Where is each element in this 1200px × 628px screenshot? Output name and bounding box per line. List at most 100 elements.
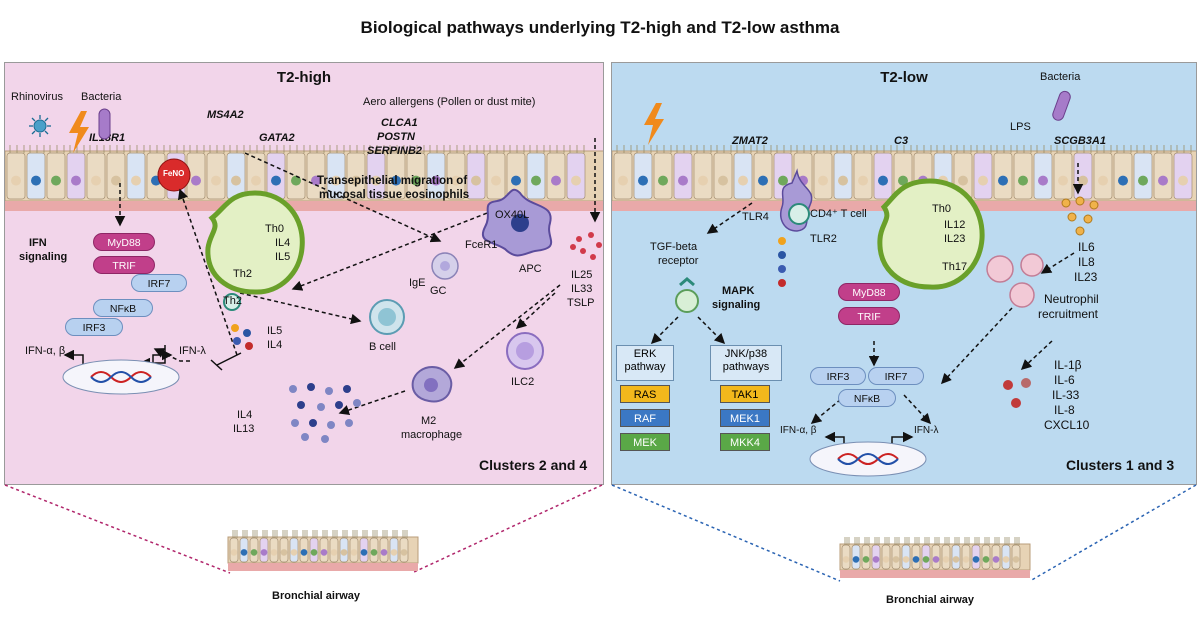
- cell-nucleus: [380, 549, 388, 556]
- cell-nucleus: [862, 556, 870, 563]
- il5-label-b: IL5: [267, 325, 283, 337]
- b-cell-icon: [369, 299, 405, 335]
- c3-gene: C3: [894, 135, 909, 147]
- mkk4-box: MKK4: [720, 433, 770, 451]
- il8b-label: IL-8: [1054, 403, 1075, 417]
- serpinb2-gene: SERPINB2: [367, 145, 423, 157]
- figure-title: Biological pathways underlying T2-high a…: [360, 18, 840, 37]
- th2-cell-icon: [223, 293, 241, 311]
- bronchial-airway-right: Bronchial airway: [886, 594, 975, 606]
- cell-nucleus: [1118, 175, 1128, 186]
- cell-nucleus: [91, 175, 101, 186]
- t-cell-icon: [877, 178, 985, 290]
- irf3-pill-right: IRF3: [810, 367, 866, 385]
- il23-label-a: IL23: [944, 233, 966, 245]
- cell-nucleus: [778, 175, 788, 186]
- cell-nucleus: [982, 556, 990, 563]
- cell-nucleus: [962, 556, 970, 563]
- cytokine-dots-icon: [570, 232, 602, 260]
- il8-label: IL8: [1078, 255, 1095, 269]
- bronchial-airway-left: Bronchial airway: [272, 590, 361, 602]
- fcer1-label: FceR1: [465, 239, 498, 251]
- tgf-beta-label-2: receptor: [658, 255, 699, 267]
- il4-label-b: IL4: [267, 339, 283, 351]
- cell-nucleus: [300, 549, 308, 556]
- il1b-label: IL-1β: [1054, 358, 1082, 372]
- cell-nucleus: [698, 175, 708, 186]
- cell-nucleus: [718, 175, 728, 186]
- erk-title-1: ERK: [633, 348, 657, 360]
- left-nucleus: [62, 359, 180, 395]
- gc-label: GC: [430, 285, 447, 297]
- irf3-pill: IRF3: [65, 318, 123, 336]
- cell-nucleus: [1098, 175, 1108, 186]
- raf-box: RAF: [620, 409, 670, 427]
- t2-low-heading: T2-low: [880, 69, 928, 86]
- cell-nucleus: [320, 549, 328, 556]
- right-airway-icon: [839, 537, 1031, 578]
- cell-nucleus: [270, 549, 278, 556]
- cell-nucleus: [852, 556, 860, 563]
- il33-label: IL33: [571, 283, 593, 295]
- ms4a2-gene: MS4A2: [207, 109, 244, 121]
- cell-nucleus: [250, 549, 258, 556]
- cell-nucleus: [942, 556, 950, 563]
- cd4-t-cell-icon: [788, 203, 810, 225]
- clusters-2-4-label: Clusters 2 and 4: [479, 457, 588, 473]
- tgf-receptor-icon: [675, 277, 699, 313]
- cell-nucleus: [71, 175, 81, 186]
- cell-nucleus: [360, 549, 368, 556]
- il25-label: IL25: [571, 269, 593, 281]
- bacteria-label: Bacteria: [81, 91, 122, 103]
- th0-label: Th0: [265, 223, 284, 235]
- cell-nucleus: [330, 549, 338, 556]
- cell-nucleus: [952, 556, 960, 563]
- cell-nucleus: [451, 175, 461, 186]
- th-cell-icon: [205, 190, 305, 295]
- cell-nucleus: [311, 175, 321, 186]
- rhinovirus-label: Rhinovirus: [11, 91, 63, 103]
- il-dots-icon: [231, 324, 253, 350]
- cell-nucleus: [571, 175, 581, 186]
- mapk-label-1: MAPK: [722, 285, 755, 297]
- cell-nucleus: [1018, 175, 1028, 186]
- cell-nucleus: [51, 175, 61, 186]
- cell-nucleus: [531, 175, 541, 186]
- left-airway-icon: [227, 530, 419, 571]
- tslp-label: TSLP: [567, 297, 595, 309]
- cell-nucleus: [211, 175, 221, 186]
- mapk-label-2: signaling: [712, 299, 761, 311]
- cell-nucleus: [231, 175, 241, 186]
- cell-nucleus: [878, 175, 888, 186]
- erk-title-2: pathway: [624, 361, 666, 374]
- cell-nucleus: [818, 175, 828, 186]
- ifn-signaling-label-2: signaling: [19, 251, 68, 263]
- cell-nucleus: [902, 556, 910, 563]
- il23-label-b: IL23: [1074, 270, 1098, 284]
- cell-nucleus: [331, 175, 341, 186]
- left-arrows: [63, 138, 601, 416]
- th0-label-right: Th0: [932, 203, 951, 215]
- cell-nucleus: [678, 175, 688, 186]
- cell-nucleus: [391, 175, 401, 186]
- cell-nucleus: [1178, 175, 1188, 186]
- cell-nucleus: [1038, 175, 1048, 186]
- tlr4-label: TLR4: [742, 211, 769, 223]
- cell-nucleus: [838, 175, 848, 186]
- t2-high-heading: T2-high: [276, 69, 332, 86]
- bacteria-icon-right: [1052, 90, 1071, 121]
- t2-low-panel: T2-low Bacteria LPS ZMAT2 C3 SCGB3A1: [611, 62, 1197, 485]
- cell-nucleus: [972, 556, 980, 563]
- ige-label: IgE: [409, 277, 426, 289]
- lps-label: LPS: [1010, 121, 1031, 133]
- mek1-box: MEK1: [720, 409, 770, 427]
- cell-nucleus: [111, 175, 121, 186]
- ifn-ab-right: IFN-α, β: [780, 425, 817, 436]
- th17-label: Th17: [942, 261, 968, 273]
- cell-nucleus: [1002, 556, 1010, 563]
- lightning-icon-right: [644, 103, 664, 145]
- cell-nucleus: [310, 549, 318, 556]
- t2-high-panel: T2-high Rhinovirus Bacteria Aero allerge…: [4, 62, 604, 485]
- il1b-dots-icon: [1003, 378, 1031, 408]
- cell-nucleus: [551, 175, 561, 186]
